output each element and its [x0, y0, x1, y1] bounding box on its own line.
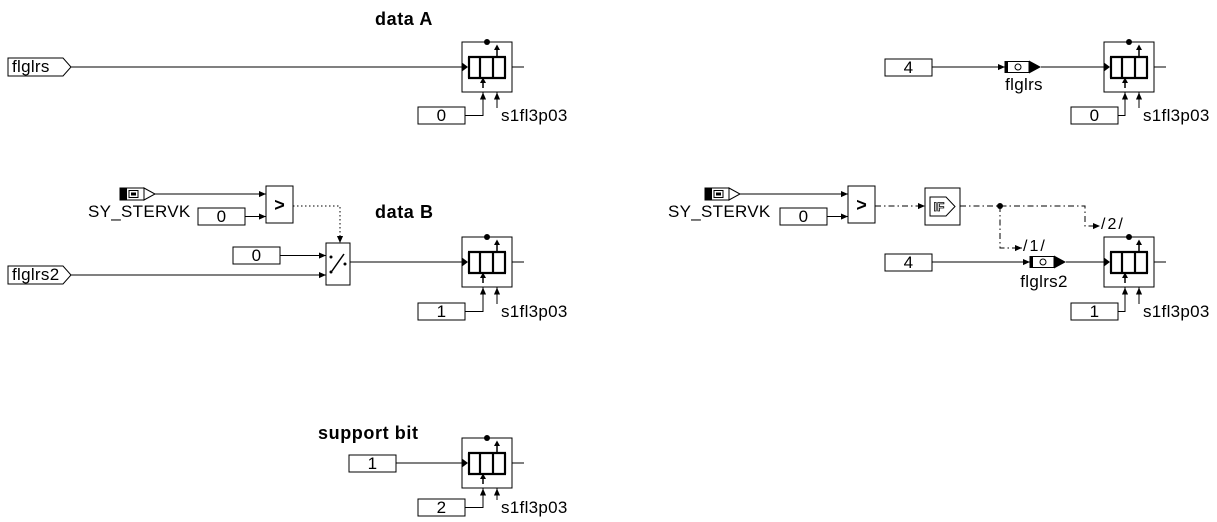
constant-value: 1 — [437, 302, 447, 321]
compare-block: > — [847, 185, 876, 224]
index-line — [465, 488, 487, 508]
message-label: flglrs2 — [1020, 272, 1067, 291]
compare-operator: > — [856, 195, 867, 215]
port-label: flglrs — [12, 57, 50, 76]
constant-value-block: 4 — [884, 253, 933, 272]
switch-contact-icon — [329, 255, 333, 259]
switch-contact-icon — [343, 262, 347, 266]
parameter-label: s1fl3p03 — [1143, 106, 1210, 125]
condition-line — [293, 205, 344, 243]
if-block: IF — [924, 187, 961, 226]
constant-value: 0 — [799, 207, 809, 226]
parameter-label: s1fl3p03 — [501, 498, 568, 517]
port-label: flglrs2 — [12, 265, 59, 284]
right-middle-group: SY_STERVK > 0 IF /2/ /1/ 4 flglrs2 — [668, 185, 1210, 321]
constant-value: 0 — [1090, 106, 1100, 125]
constant-index: 1 — [1070, 302, 1119, 321]
message-label: flglrs — [1005, 75, 1043, 94]
constant-value: 0 — [252, 246, 262, 265]
index-line — [465, 287, 487, 312]
index-line — [465, 92, 487, 116]
constant-value-block: 4 — [884, 58, 933, 77]
array-set-block — [1102, 232, 1168, 289]
message-label: SY_STERVK — [88, 202, 191, 221]
sequence-1-line — [999, 206, 1022, 252]
switch-block — [325, 242, 351, 286]
sequence-2-label: /2/ — [1101, 216, 1125, 233]
parameter-label: s1fl3p03 — [501, 302, 568, 321]
data-a-group: flglrs 0 s1fl3p03 — [7, 37, 568, 125]
sequence-2-line — [960, 205, 1100, 230]
compare-operator: > — [274, 195, 285, 215]
section-title-data-a: data A — [375, 9, 433, 29]
constant-value: 2 — [437, 498, 447, 517]
constant-value-block: 1 — [348, 454, 397, 473]
index-line — [1118, 287, 1129, 312]
constant-index: 2 — [417, 498, 466, 517]
input-port-flglrs2: flglrs2 — [7, 265, 72, 285]
constant-value: 1 — [1090, 302, 1100, 321]
constant-value: 0 — [437, 106, 447, 125]
array-set-block — [460, 37, 526, 94]
parameter-label: s1fl3p03 — [501, 106, 568, 125]
array-set-block — [1102, 37, 1168, 94]
input-port-flglrs: flglrs — [7, 57, 72, 77]
receive-message-sy-stervk — [704, 187, 741, 201]
support-bit-group: 1 2 s1fl3p03 — [348, 433, 568, 517]
if-arrow-icon — [929, 196, 956, 217]
constant-switch: 0 — [232, 246, 281, 265]
right-top-group: 4 flglrs 0 s1fl3p03 — [884, 37, 1210, 125]
sequence-1-label: /1/ — [1023, 238, 1047, 255]
constant-value: 4 — [904, 58, 914, 77]
constant-value: 0 — [217, 207, 227, 226]
index-line — [1118, 92, 1129, 116]
constant-compare: 0 — [197, 207, 246, 226]
compare-frame — [847, 185, 876, 224]
send-message-flglrs — [1004, 60, 1042, 74]
send-message-flglrs2 — [1029, 255, 1067, 269]
data-b-group: SY_STERVK > 0 0 flglrs2 — [7, 185, 568, 321]
parameter-label: s1fl3p03 — [1143, 302, 1210, 321]
compare-block: > — [265, 185, 294, 224]
constant-index: 0 — [417, 106, 466, 125]
port-shape — [7, 265, 72, 285]
section-title-support-bit: support bit — [318, 423, 419, 443]
switch-contact-icon — [329, 270, 333, 274]
constant-index: 0 — [1070, 106, 1119, 125]
message-label: SY_STERVK — [668, 202, 771, 221]
array-set-block — [460, 433, 526, 490]
constant-compare: 0 — [779, 207, 828, 226]
switch-lever-icon — [331, 253, 345, 272]
constant-value: 1 — [368, 454, 378, 473]
compare-frame — [265, 185, 294, 224]
if-label: IF — [934, 200, 945, 214]
section-title-data-b: data B — [375, 202, 434, 222]
array-set-block — [460, 232, 526, 289]
constant-value: 4 — [904, 253, 914, 272]
port-shape — [7, 57, 72, 77]
receive-message-sy-stervk — [119, 187, 156, 201]
constant-index: 1 — [417, 302, 466, 321]
